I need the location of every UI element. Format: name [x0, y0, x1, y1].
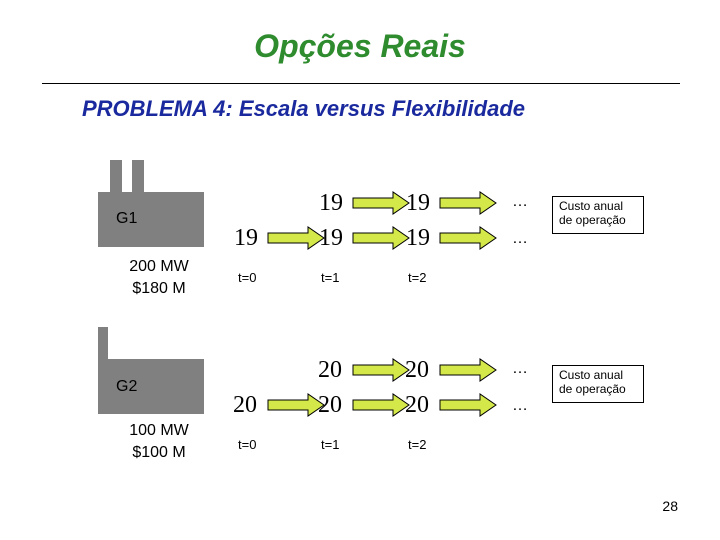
g1-capacity: 200 MW [129, 258, 189, 275]
arrow-g2-upper-t2-next [439, 358, 497, 382]
g2-time-t1: t=1 [321, 437, 340, 452]
g1-chimney-right-icon [132, 160, 144, 192]
g1-cost-label-box: Custo anual de operação [552, 196, 644, 234]
arrow-g2-lower-t2-next [439, 393, 497, 417]
g1-upper-continuation: … [512, 193, 529, 210]
g2-lower-continuation: … [512, 397, 529, 414]
g1-factory-icon [98, 192, 204, 247]
g2-capacity: 100 MW [129, 422, 189, 439]
arrow-g1-t0-t1 [267, 226, 325, 250]
g2-cost-label-box: Custo anual de operação [552, 365, 644, 403]
g2-value-t0: 20 [233, 392, 257, 418]
arrow-g1-lower-t1-t2 [352, 226, 410, 250]
arrow-g2-lower-t1-t2 [352, 393, 410, 417]
g2-cost: $100 M [132, 444, 186, 461]
g2-time-t0: t=0 [238, 437, 257, 452]
g1-value-t0: 19 [234, 225, 258, 251]
g2-upper-value-t1: 20 [318, 357, 342, 383]
slide-title: Opções Reais [254, 28, 466, 64]
g2-factory-icon [98, 359, 204, 414]
slide-subtitle: PROBLEMA 4: Escala versus Flexibilidade [82, 96, 526, 121]
page-number: 28 [662, 498, 678, 514]
g2-time-t2: t=2 [408, 437, 427, 452]
g1-time-t0: t=0 [238, 270, 257, 285]
g2-upper-continuation: … [512, 360, 529, 377]
arrow-g1-upper-t1-t2 [352, 191, 410, 215]
g2-upper-value-t2: 20 [405, 357, 429, 383]
g1-upper-value-t2: 19 [406, 190, 430, 216]
g1-lower-value-t1: 19 [319, 225, 343, 251]
g2-lower-value-t1: 20 [318, 392, 342, 418]
g2-chimney-icon [98, 327, 108, 361]
g2-cost-label: Custo anual de operação [559, 368, 626, 396]
g1-time-t1: t=1 [321, 270, 340, 285]
arrow-g2-upper-t1-t2 [352, 358, 410, 382]
arrow-g2-t0-t1 [267, 393, 325, 417]
g1-cost: $180 M [132, 280, 186, 297]
g1-chimney-left-icon [110, 160, 122, 192]
g1-lower-value-t2: 19 [406, 225, 430, 251]
arrow-g1-upper-t2-next [439, 191, 497, 215]
g1-upper-value-t1: 19 [319, 190, 343, 216]
g1-time-t2: t=2 [408, 270, 427, 285]
g2-lower-value-t2: 20 [405, 392, 429, 418]
g2-label: G2 [116, 378, 138, 395]
title-divider [42, 83, 680, 84]
arrow-g1-lower-t2-next [439, 226, 497, 250]
g1-cost-label: Custo anual de operação [559, 199, 626, 227]
g1-label: G1 [116, 210, 138, 227]
g1-lower-continuation: … [512, 230, 529, 247]
